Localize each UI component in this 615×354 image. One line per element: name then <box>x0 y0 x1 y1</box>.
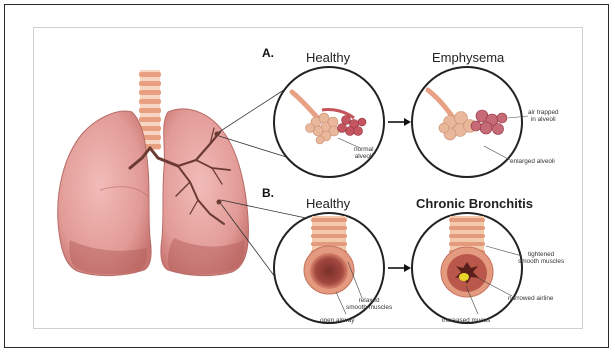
arrow-b-head <box>404 264 411 272</box>
callout-tightened-muscles: tightened smooth muscles <box>518 251 564 265</box>
callout-tightened-line1: tightened <box>528 251 554 258</box>
section-a-healthy-title: Healthy <box>306 50 350 65</box>
section-b-letter: B. <box>262 186 274 200</box>
callout-relaxed-muscles: relaxed smooth muscles <box>346 297 392 311</box>
callout-increased-mucus: increased mucus <box>442 317 490 324</box>
section-b-healthy-title: Healthy <box>306 196 350 211</box>
arrow-a-head <box>404 118 411 126</box>
callout-relaxed-line2: smooth muscles <box>346 304 392 311</box>
callout-normal-alveoli-line2: alveoli <box>355 153 373 160</box>
section-a-letter: A. <box>262 46 274 60</box>
callout-relaxed-line1: relaxed <box>359 297 380 304</box>
callout-enlarged-alveoli: enlarged alveoli <box>510 158 555 165</box>
mucus <box>459 273 469 281</box>
lungs <box>58 70 249 276</box>
emphysema-alveoli-circle <box>412 67 522 177</box>
callout-normal-alveoli-line1: normal <box>354 146 374 153</box>
section-b-bronchitis-title: Chronic Bronchitis <box>416 196 533 211</box>
healthy-alveoli-circle <box>274 67 384 177</box>
callout-air-trapped-line2: in alveoli <box>531 116 556 123</box>
section-a-emphysema-title: Emphysema <box>432 50 504 65</box>
callout-tightened-line2: smooth muscles <box>518 258 564 265</box>
callout-air-trapped: air trapped in alveoli <box>528 109 559 123</box>
callout-open-airway: open airway <box>320 317 354 324</box>
callout-narrowed-airline: narrowed airline <box>508 295 553 302</box>
callout-air-trapped-line1: air trapped <box>528 109 559 116</box>
bronchitis-airway-circle <box>412 213 522 323</box>
callout-normal-alveoli: normal alveoli <box>354 146 374 160</box>
